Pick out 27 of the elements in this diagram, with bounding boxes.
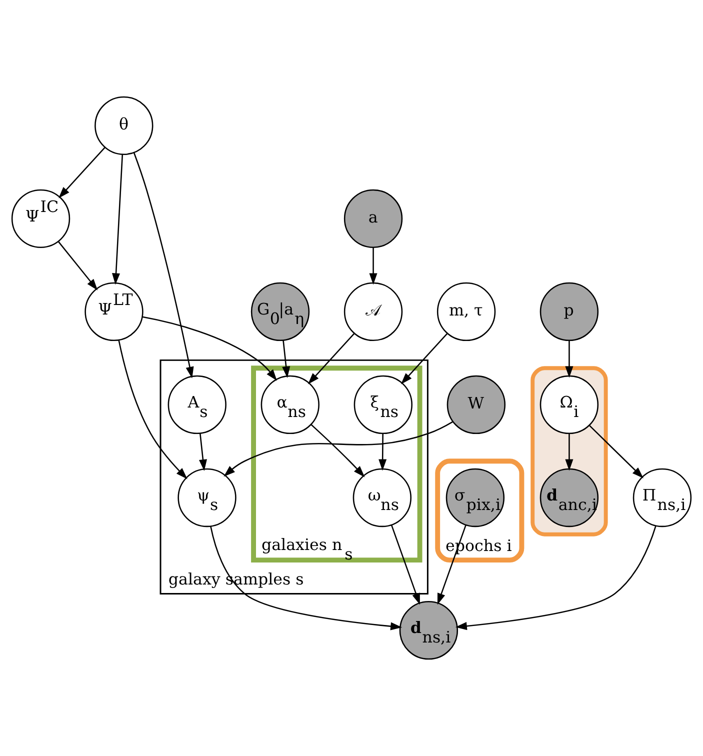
arrow: [310, 424, 365, 478]
arrow: [588, 425, 644, 478]
arrow: [142, 316, 277, 381]
arrow: [118, 340, 188, 480]
arrow: [133, 152, 194, 378]
node-circle: a: [344, 189, 403, 248]
arrow: [437, 524, 466, 605]
node-circle: p: [540, 282, 599, 342]
arrow: [369, 247, 378, 285]
arrow: [565, 340, 574, 378]
node-circle: W: [446, 375, 506, 434]
arrow: [58, 146, 106, 198]
arrow: [565, 434, 574, 471]
arrow: [198, 433, 207, 472]
arrow: [224, 421, 454, 477]
node-circle: 𝒜: [344, 282, 403, 342]
arrow: [112, 154, 124, 285]
arrow: [58, 241, 98, 290]
arrow: [390, 524, 420, 605]
arrow: [378, 434, 387, 471]
arrow: [455, 526, 656, 630]
arrow: [308, 332, 355, 384]
node-circle: θ: [94, 96, 154, 155]
arrow: [400, 332, 448, 384]
arrow: [210, 526, 402, 630]
arrow: [282, 340, 290, 378]
node-circle: m, τ: [436, 282, 496, 342]
